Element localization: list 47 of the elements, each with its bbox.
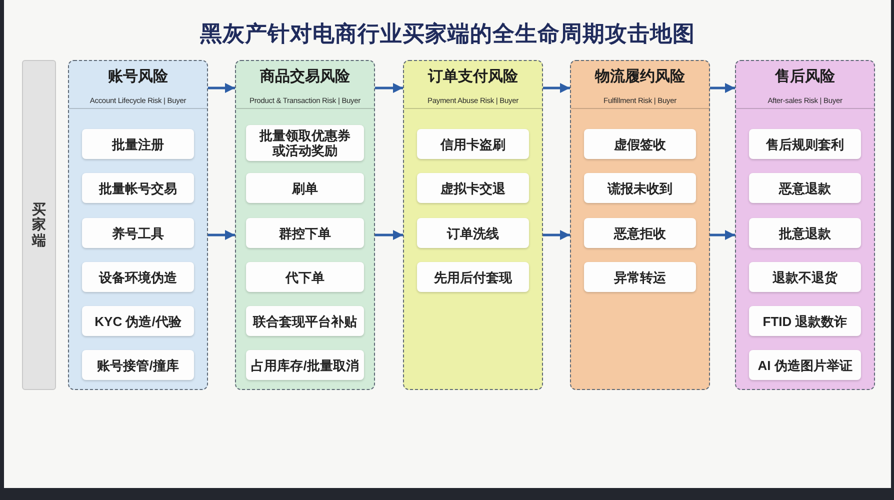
risk-item: 虚拟卡交退 [417,173,529,203]
risk-item: 群控下单 [246,218,364,248]
risk-item: FTID 退款数诈 [749,306,861,336]
risk-item: 批量注册 [82,129,194,159]
risk-category-panel [735,60,875,390]
risk-item: 谎报未收到 [584,173,696,203]
risk-item: 恶意拒收 [584,218,696,248]
risk-item: 账号接管/撞库 [82,350,194,380]
risk-category-panel [570,60,710,390]
risk-item: 养号工具 [82,218,194,248]
flow-arrow [208,230,235,240]
risk-item: 批量领取优惠券或活动奖励 [246,125,364,161]
risk-item: 恶意退款 [749,173,861,203]
risk-category-panel [403,60,543,390]
risk-item: 联合套现平台补贴 [246,306,364,336]
risk-item: 退款不退货 [749,262,861,292]
side-label: 买家端 [32,202,46,248]
risk-category-panel [235,60,375,390]
risk-item: 代下单 [246,262,364,292]
risk-item: AI 伪造图片举证 [749,350,861,380]
risk-item: 占用库存/批量取消 [246,350,364,380]
risk-item: 批量帐号交易 [82,173,194,203]
flow-arrow [208,83,235,93]
side-bar [22,60,56,390]
category-title: 售后风险 [775,68,835,85]
flow-arrow [543,83,570,93]
risk-category-panel [68,60,208,390]
diagram-title: 黑灰产针对电商行业买家端的全生命周期攻击地图 [200,21,695,46]
risk-item: KYC 伪造/代验 [82,306,194,336]
flow-arrow [710,230,735,240]
risk-item: 信用卡盗刷 [417,129,529,159]
flow-arrow [375,83,403,93]
flow-arrow [710,83,735,93]
category-title: 物流履约风险 [595,68,685,85]
risk-item: 异常转运 [584,262,696,292]
risk-item: 售后规则套利 [749,129,861,159]
category-title: 账号风险 [108,68,168,85]
category-title: 订单支付风险 [428,68,518,85]
risk-item: 虚假签收 [584,129,696,159]
risk-item: 订单洗线 [417,218,529,248]
flow-arrow [375,230,403,240]
risk-item: 刷单 [246,173,364,203]
risk-item: 设备环境伪造 [82,262,194,292]
risk-item: 先用后付套现 [417,262,529,292]
risk-item: 批意退款 [749,218,861,248]
category-title: 商品交易风险 [260,68,350,85]
flow-arrow [543,230,570,240]
